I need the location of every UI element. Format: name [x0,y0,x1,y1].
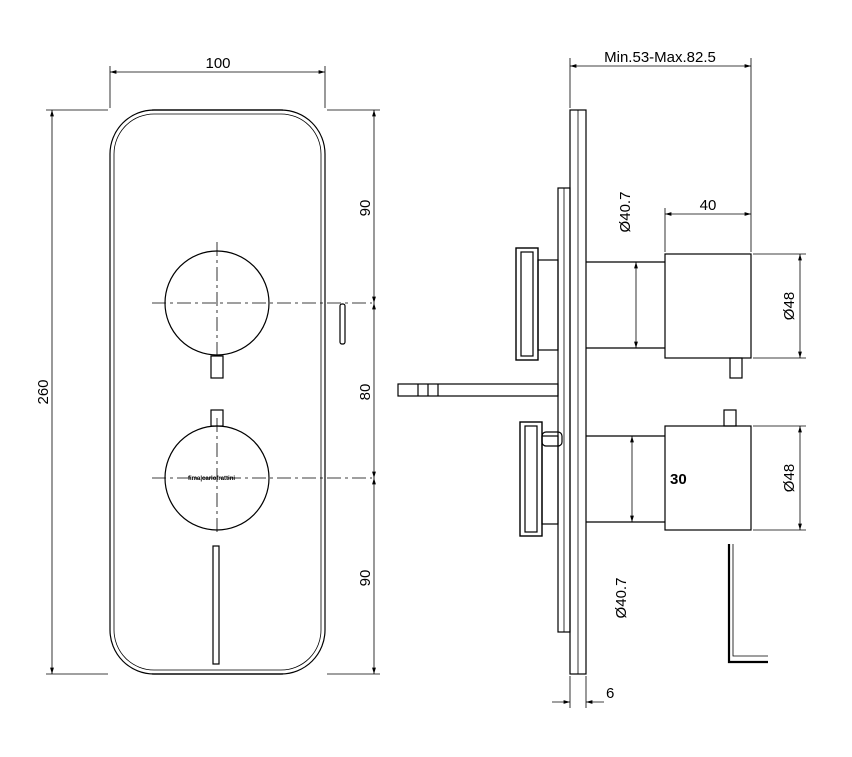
lower-knob-diameter-dimension: Ø48 [753,425,806,531]
body-length-dimension: 40 [664,197,751,252]
lower-knob-diameter-label: Ø48 [781,464,798,492]
upper-knob-diameter-dimension: Ø48 [753,253,806,359]
height-dimension: 260 [35,109,108,675]
upper-knob-diameter-label: Ø48 [781,292,798,320]
width-dimension: 100 [109,55,326,108]
front-view: fima|carlofrattini 100 260 90 [35,55,380,675]
lower-cartridge: 30 [519,409,752,537]
spacing-dimensions: 90 80 90 [327,109,380,675]
upper-bore-label: Ø40.7 [617,192,634,233]
front-cover-plate [109,109,326,675]
depth-range-label: Min.53-Max.82.5 [604,49,716,66]
side-view: 30 Min.53-Max.82.5 40 Ø40.7 Ø40.7 [397,49,806,708]
upper-cartridge [515,247,752,379]
knob-marking: 30 [670,471,687,488]
brand-logo-text: fima|carlofrattini [188,476,235,482]
spacing-mid-label: 80 [357,384,374,401]
spacing-bottom-label: 90 [357,570,374,587]
spacing-top-label: 90 [357,200,374,217]
l-lever [727,544,768,664]
upper-knob [152,242,372,379]
lever-slot [212,545,220,665]
lower-bore-label: Ø40.7 [613,578,630,619]
lower-bore-dimension: Ø40.7 [613,436,634,619]
plate-thickness-dimension: 6 [552,676,614,708]
depth-range-dimension: Min.53-Max.82.5 [569,49,752,252]
lower-knob: fima|carlofrattini [152,409,372,536]
width-label: 100 [205,55,230,72]
height-label: 260 [35,379,52,404]
body-length-label: 40 [700,197,717,214]
upper-bore-dimension: Ø40.7 [617,192,638,348]
diverter-pin [339,303,346,345]
front-cover-plate-inner [113,113,322,671]
plate-thickness-label: 6 [606,685,614,702]
side-pin [397,383,559,397]
